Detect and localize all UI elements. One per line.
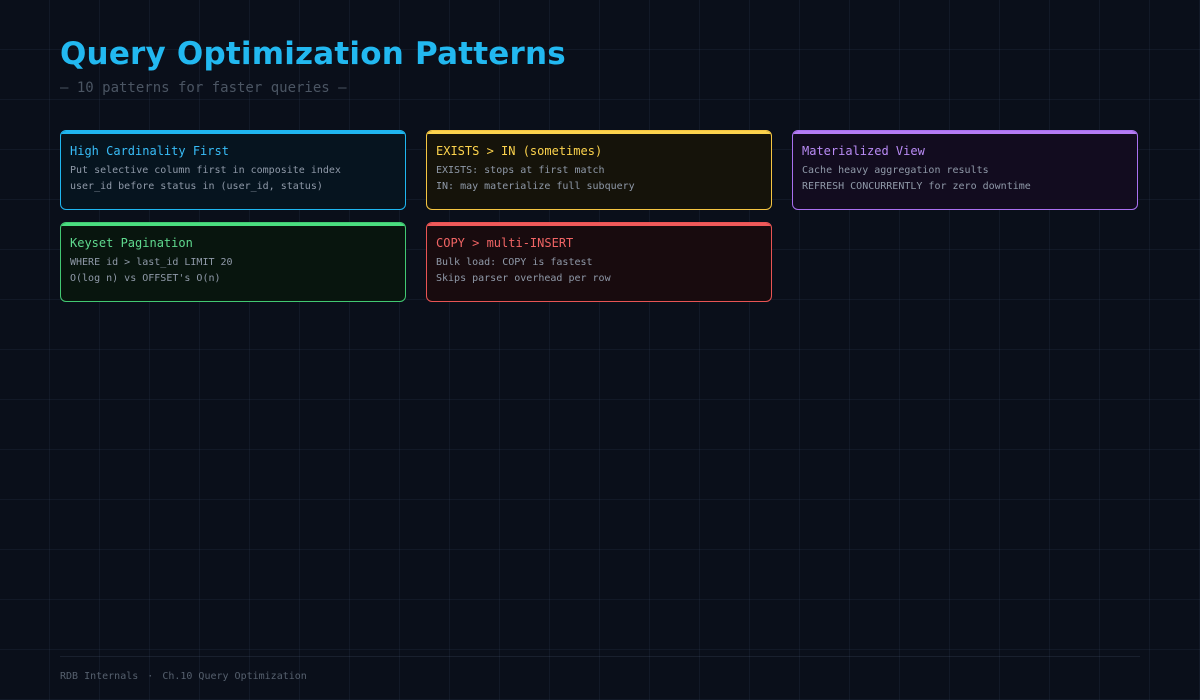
card-line: REFRESH CONCURRENTLY for zero downtime <box>802 181 1031 192</box>
footer: RDB Internals · Ch.10 Query Optimization <box>60 671 307 682</box>
card-line: IN: may materialize full subquery <box>436 181 635 192</box>
pattern-card-high-cardinality: High Cardinality First Put selective col… <box>60 130 406 210</box>
card-title: EXISTS > IN (sometimes) <box>436 144 603 158</box>
page-subtitle: — 10 patterns for faster queries — <box>60 80 347 96</box>
card-line: Cache heavy aggregation results <box>802 165 989 176</box>
pattern-card-materialized-view: Materialized View Cache heavy aggregatio… <box>792 130 1138 210</box>
page-title: Query Optimization Patterns <box>60 36 566 72</box>
pattern-card-keyset-pagination: Keyset Pagination WHERE id > last_id LIM… <box>60 222 406 302</box>
footer-divider <box>60 656 1140 657</box>
card-line: EXISTS: stops at first match <box>436 165 605 176</box>
card-line: WHERE id > last_id LIMIT 20 <box>70 257 233 268</box>
card-title: COPY > multi-INSERT <box>436 236 574 250</box>
card-title: Materialized View <box>802 144 925 158</box>
card-line: Put selective column first in composite … <box>70 165 341 176</box>
card-title: Keyset Pagination <box>70 236 193 250</box>
card-line: Bulk load: COPY is fastest <box>436 257 593 268</box>
pattern-card-exists-vs-in: EXISTS > IN (sometimes) EXISTS: stops at… <box>426 130 772 210</box>
pattern-card-copy-vs-insert: COPY > multi-INSERT Bulk load: COPY is f… <box>426 222 772 302</box>
card-title: High Cardinality First <box>70 144 229 158</box>
footer-separator: · <box>147 671 154 682</box>
card-line: user_id before status in (user_id, statu… <box>70 181 323 192</box>
footer-book: RDB Internals <box>60 671 139 682</box>
card-line: Skips parser overhead per row <box>436 273 611 284</box>
footer-chapter: Ch.10 Query Optimization <box>162 671 307 682</box>
card-line: O(log n) vs OFFSET's O(n) <box>70 273 221 284</box>
